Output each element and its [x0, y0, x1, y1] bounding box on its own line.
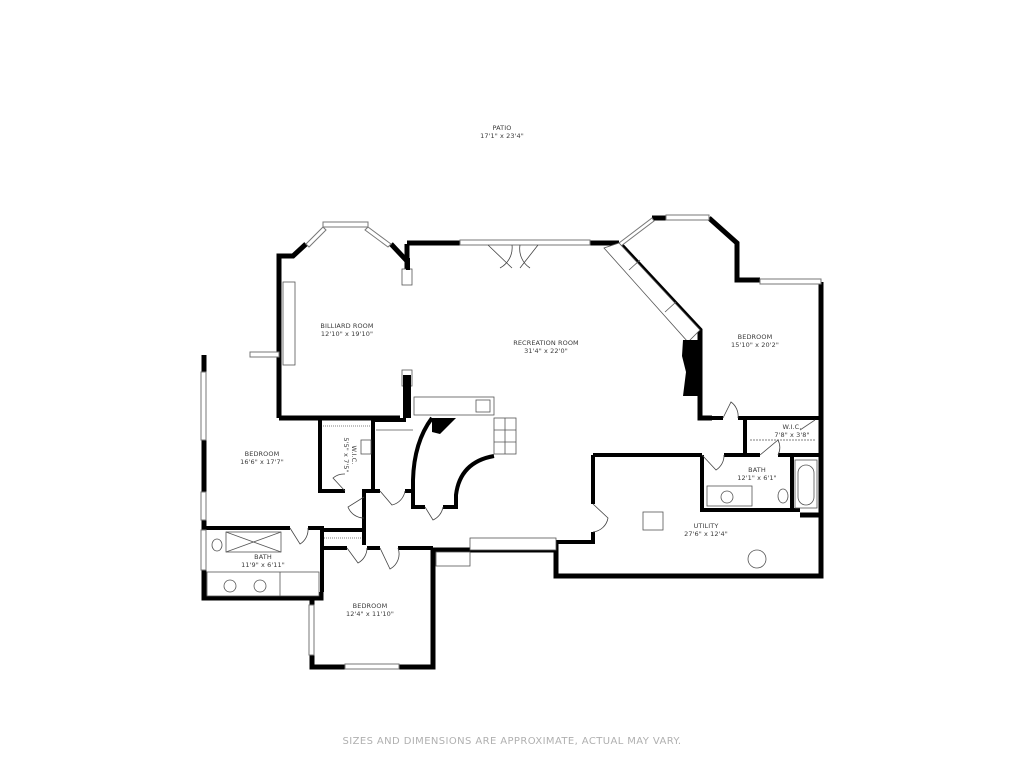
room-name: RECREATION ROOM [513, 339, 579, 347]
room-dims: 31'4" x 22'0" [524, 347, 568, 355]
room-name: W.I.C. [782, 423, 802, 431]
room-dims: 12'4" x 11'10" [346, 610, 394, 618]
room-dims: 5'5" x 7'5" [342, 437, 350, 473]
interior-walls [204, 416, 821, 592]
room-label-bath-w: BATH 11'9" x 6'11" [241, 553, 285, 569]
room-dims: 16'6" x 17'7" [240, 458, 284, 466]
room-name: BATH [748, 466, 766, 474]
room-label-wic-ne: W.I.C. 7'8" x 3'8" [774, 423, 809, 439]
room-dims: 17'1" x 23'4" [480, 132, 524, 140]
room-label-bedroom-s: BEDROOM 12'4" x 11'10" [346, 602, 394, 618]
disclaimer-text: SIZES AND DIMENSIONS ARE APPROXIMATE, AC… [342, 736, 682, 747]
room-dims: 11'9" x 6'11" [241, 561, 285, 569]
room-name: BILLIARD ROOM [320, 322, 374, 330]
windows [200, 214, 822, 670]
room-label-wic-w: W.I.C. 5'5" x 7'5" [342, 437, 358, 472]
room-label-bath-ne: BATH 12'1" x 6'1" [737, 466, 776, 482]
room-label-billiard-room: BILLIARD ROOM 12'10" x 19'10" [320, 322, 373, 338]
room-label-utility: UTILITY 27'6" x 12'4" [684, 522, 728, 538]
room-name: BEDROOM [352, 602, 388, 610]
room-dims: 7'8" x 3'8" [774, 431, 810, 439]
room-label-bedroom-ne: BEDROOM 15'10" x 20'2" [731, 333, 779, 349]
room-name: PATIO [492, 124, 512, 132]
room-name: BEDROOM [737, 333, 773, 341]
room-name: BEDROOM [244, 450, 280, 458]
room-dims: 27'6" x 12'4" [684, 530, 728, 538]
room-dims: 12'10" x 19'10" [320, 330, 374, 338]
room-name: W.I.C. [350, 445, 358, 465]
room-name: BATH [254, 553, 272, 561]
fireplace [403, 258, 700, 434]
fixtures [206, 242, 818, 597]
room-name: UTILITY [693, 522, 719, 530]
room-dims: 15'10" x 20'2" [731, 341, 779, 349]
room-label-bedroom-w: BEDROOM 16'6" x 17'7" [240, 450, 284, 466]
room-label-patio: PATIO 17'1" x 23'4" [480, 124, 524, 140]
room-dims: 12'1" x 6'1" [737, 474, 777, 482]
room-label-recreation-room: RECREATION ROOM 31'4" x 22'0" [513, 339, 579, 355]
